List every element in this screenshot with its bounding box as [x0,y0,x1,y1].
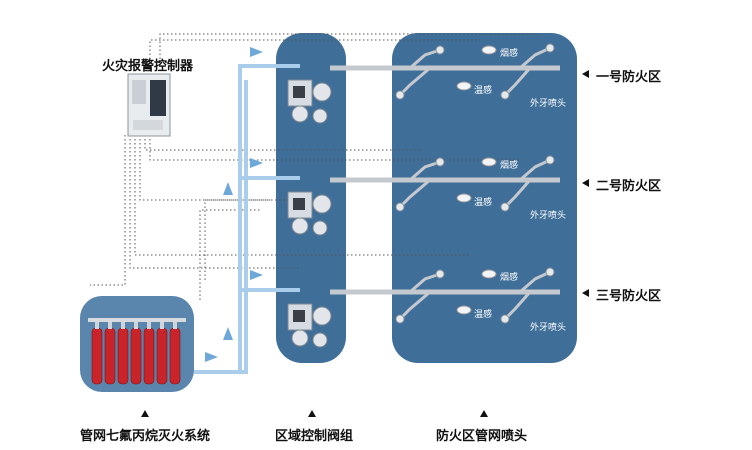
smoke-label-zone2: 烟感 [500,161,519,171]
system-marker-icon [141,410,149,417]
valves-marker-icon [308,410,316,417]
cylinder-bank [88,318,186,385]
nozzles [395,43,555,324]
main-pipes [194,64,300,374]
system-label: 管网七氟丙烷灭火系统 [80,429,211,444]
zone2-pointer-icon [582,179,589,187]
valve-assemblies [287,79,332,348]
smoke-label-zone1: 烟感 [500,49,519,59]
flow-arrows [205,47,263,362]
zone-pipes [330,65,560,295]
controller-cabinet [127,73,171,137]
temp-label-zone1: 温感 [474,86,493,96]
detectors [456,45,497,315]
fire-zone-panel [392,33,577,363]
nozzle-label-zone3: 外牙喷头 [530,323,567,333]
zone1-pointer-icon [582,70,589,78]
nozzle-label-zone1: 外牙喷头 [530,99,567,109]
zone2-name: 二号防火区 [596,179,662,194]
temp-label-zone2: 温感 [474,198,493,208]
smoke-label-zone3: 烟感 [500,273,519,283]
zone1-name: 一号防火区 [596,70,662,85]
signal-lines [90,33,540,300]
zone3-pointer-icon [582,289,589,297]
nozzle-label-zone2: 外牙喷头 [530,211,567,221]
pipes-marker-icon [480,410,488,417]
temp-label-zone3: 温感 [474,310,493,320]
pipes-label: 防火区管网喷头 [436,429,528,444]
valves-label: 区域控制阀组 [275,429,354,444]
controller-label: 火灾报警控制器 [102,59,194,74]
zone3-name: 三号防火区 [596,289,662,304]
